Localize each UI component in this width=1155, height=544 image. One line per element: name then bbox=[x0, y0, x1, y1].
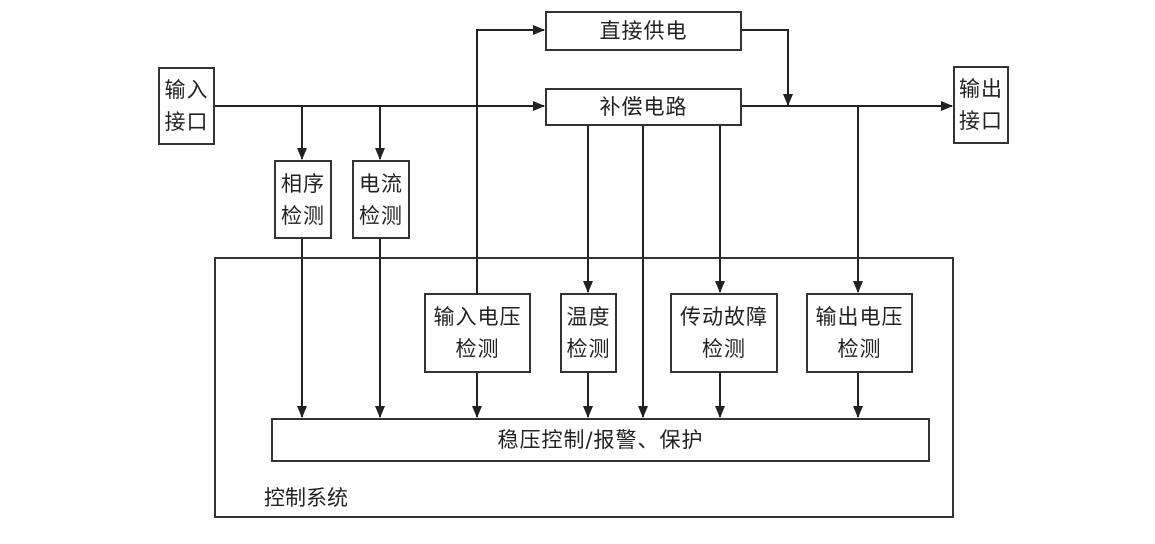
output-port-box: 输出 接口 bbox=[953, 66, 1009, 144]
control-system-label: 控制系统 bbox=[264, 486, 348, 510]
input-port-box: 输入 接口 bbox=[158, 67, 215, 145]
compensation-circuit-box: 补偿电路 bbox=[545, 88, 742, 126]
drive-fault-detect-box: 传动故障 检测 bbox=[670, 293, 778, 373]
current-detect-line1: 电流 bbox=[359, 171, 403, 196]
arrow-direct-supply-to-bus bbox=[741, 29, 793, 106]
direct-supply-box: 直接供电 bbox=[545, 11, 742, 51]
temperature-line2: 检测 bbox=[566, 337, 611, 361]
phase-sequence-line2: 检测 bbox=[281, 203, 325, 228]
phase-sequence-line1: 相序 bbox=[281, 171, 325, 196]
output-port-line2: 接口 bbox=[959, 109, 1003, 133]
temperature-detect-box: 温度 检测 bbox=[560, 293, 617, 373]
input-voltage-line1: 输入电压 bbox=[433, 305, 522, 329]
output-voltage-detect-box: 输出电压 检测 bbox=[806, 293, 913, 373]
current-detect-box: 电流 检测 bbox=[352, 160, 410, 239]
output-port-line1: 输出 bbox=[959, 77, 1003, 101]
phase-sequence-detect-box: 相序 检测 bbox=[274, 160, 332, 239]
temperature-line1: 温度 bbox=[566, 305, 611, 329]
input-port-line1: 输入 bbox=[164, 78, 209, 102]
output-voltage-line1: 输出电压 bbox=[815, 305, 904, 329]
output-voltage-line2: 检测 bbox=[837, 337, 882, 361]
control-bar-box: 稳压控制/报警、保护 bbox=[271, 418, 930, 462]
compensation-circuit-label: 补偿电路 bbox=[599, 95, 688, 119]
input-port-line2: 接口 bbox=[164, 110, 209, 134]
input-voltage-line2: 检测 bbox=[455, 337, 500, 361]
arrow-to-direct-supply bbox=[476, 25, 545, 293]
drive-fault-line1: 传动故障 bbox=[680, 305, 768, 329]
current-detect-line2: 检测 bbox=[359, 203, 403, 228]
control-system-frame bbox=[214, 257, 954, 518]
drive-fault-line2: 检测 bbox=[702, 337, 746, 361]
direct-supply-label: 直接供电 bbox=[599, 19, 688, 43]
input-voltage-detect-box: 输入电压 检测 bbox=[424, 293, 531, 373]
control-bar-label: 稳压控制/报警、保护 bbox=[497, 428, 704, 452]
